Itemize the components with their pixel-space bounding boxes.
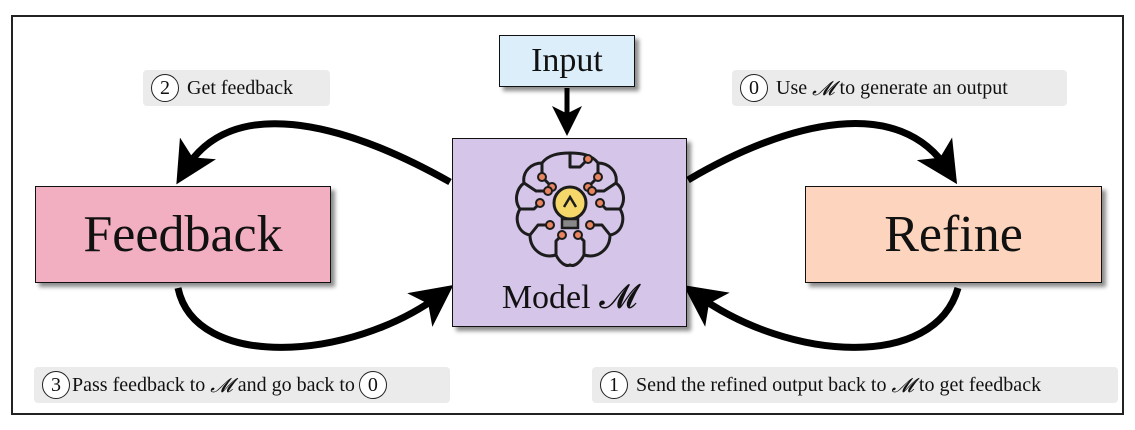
feedback-box: Feedback <box>35 186 331 283</box>
model-symbol: 𝓜 <box>210 373 233 397</box>
input-box: Input <box>499 35 635 87</box>
step-text-before: Send the refined output back to <box>636 373 892 396</box>
step-1-label: 1 Send the refined output back to 𝓜 to g… <box>592 367 1118 403</box>
step-text-before: Pass feedback to <box>72 373 211 396</box>
step-2-label: 2 Get feedback <box>143 70 330 106</box>
step-trailing-badge: 0 <box>358 371 387 399</box>
step-number-badge: 1 <box>600 371 628 399</box>
brain-circuit-lightbulb-icon <box>514 151 625 267</box>
feedback-label: Feedback <box>83 206 283 263</box>
step-3-label: 3 Pass feedback to 𝓜 and go back to 0 <box>34 367 450 403</box>
step-number-badge: 3 <box>42 371 70 399</box>
step-text: Get feedback <box>187 76 294 99</box>
refine-label: Refine <box>884 206 1023 263</box>
model-symbol: 𝓜 <box>812 76 835 100</box>
arrow-model-to-refine <box>686 120 958 185</box>
refine-box: Refine <box>805 186 1102 283</box>
arrow-model-to-feedback <box>176 120 452 186</box>
step-text-before: Use <box>776 76 813 99</box>
step-text-after: to get feedback <box>913 373 1042 396</box>
step-number-badge: 0 <box>740 74 768 102</box>
arrow-refine-to-model <box>683 285 962 351</box>
diagram-frame <box>11 15 1124 415</box>
input-label: Input <box>531 42 603 79</box>
model-symbol: 𝓜 <box>891 373 914 397</box>
model-box: Model 𝓜 <box>452 138 687 327</box>
model-label: Model 𝓜 <box>501 279 638 316</box>
step-text-after: to generate an output <box>834 76 1008 99</box>
arrow-feedback-to-model <box>174 284 454 351</box>
step-text-after: and go back to <box>232 373 355 396</box>
step-number-badge: 2 <box>151 74 179 102</box>
step-0-label: 0 Use 𝓜 to generate an output <box>732 70 1067 106</box>
